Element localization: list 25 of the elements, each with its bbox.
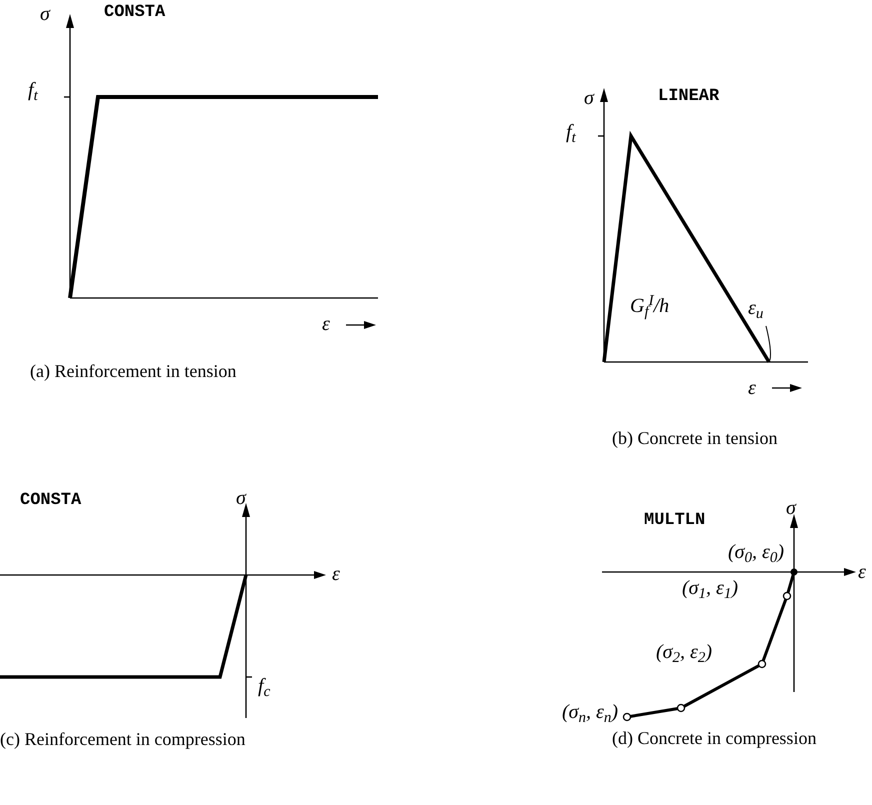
axis-symbol: σ <box>40 2 50 27</box>
axis-symbol: σ <box>786 496 796 521</box>
axis-symbol: ε <box>322 312 330 337</box>
axis-symbol: ε <box>332 562 340 587</box>
point-label: (σ$_{1}$, ε$_{1}$) <box>682 576 738 601</box>
curve-type: MULTLN <box>644 510 706 532</box>
axis-symbol: σ <box>584 86 594 111</box>
axis-symbol: σ <box>236 486 246 511</box>
point-label: (σ$_{n}$, ε$_{n}$) <box>562 700 618 725</box>
curve-type: CONSTA <box>104 2 166 24</box>
axis-value: ε$_{u}$ <box>748 296 764 321</box>
figure-caption: (d) Concrete in compression <box>612 727 816 750</box>
curve-type: CONSTA <box>20 490 82 512</box>
figure-caption: (c) Reinforcement in compression <box>0 728 246 750</box>
axis-symbol: ε <box>858 560 866 585</box>
axis-symbol: ε <box>748 376 756 401</box>
axis-value: f$_{t}$ <box>28 78 38 103</box>
point-label: (σ$_{2}$, ε$_{2}$) <box>656 640 712 665</box>
axis-value: f$_{t}$ <box>566 120 576 145</box>
point-label: (σ$_{0}$, ε$_{0}$) <box>728 540 784 565</box>
curve-type: LINEAR <box>658 86 720 108</box>
axis-value: f$_{c}$ <box>258 674 270 699</box>
figure-caption: (b) Concrete in tension <box>612 427 778 450</box>
area-label: G$_{f}$$^{I}$/h <box>630 294 670 319</box>
figure-caption: (a) Reinforcement in tension <box>30 360 236 382</box>
